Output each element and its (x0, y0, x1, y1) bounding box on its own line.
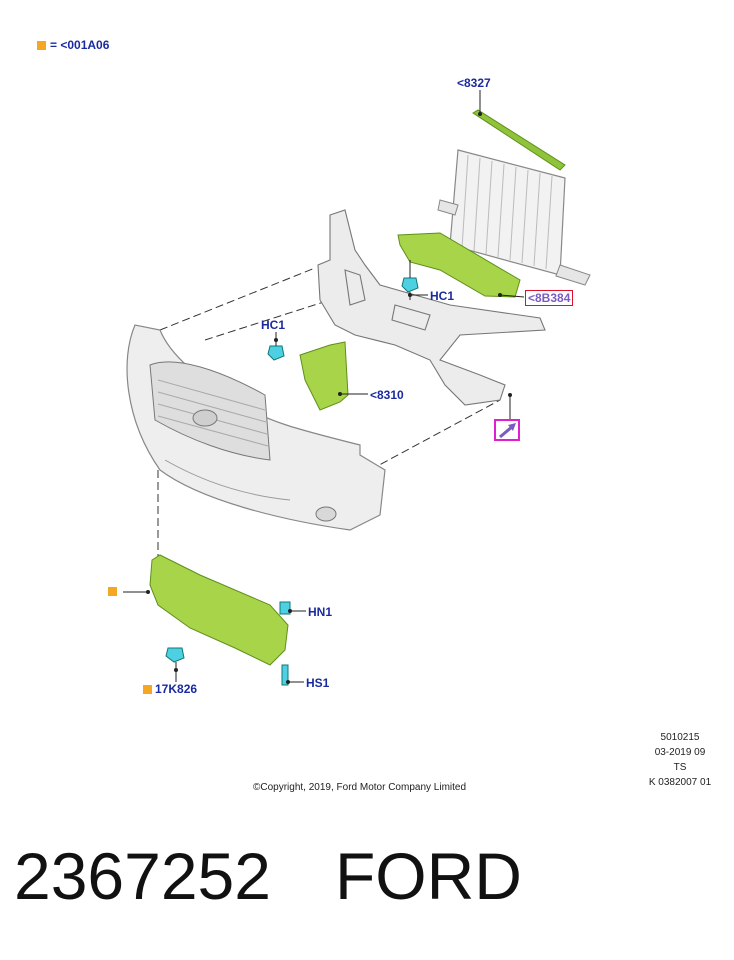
upper-seal-strip (472, 109, 566, 171)
meta-line-1: 5010215 (660, 732, 700, 743)
upper-air-deflector (397, 232, 521, 298)
view-arrow-box[interactable] (494, 419, 520, 441)
clip-17k826 (165, 647, 185, 682)
exploded-view-drawing (123, 90, 591, 686)
assembly-dashed-lines (157, 267, 501, 560)
lower-splash-shield (149, 554, 289, 666)
front-bumper (126, 324, 386, 531)
footer-title: 2367252 FORD (14, 838, 522, 914)
callout-8327[interactable]: <8327 (457, 76, 491, 90)
callout-8b384[interactable]: <8B384 (525, 290, 574, 306)
view-arrow-icon (499, 423, 516, 439)
callout-17k826-square-icon (143, 684, 152, 694)
callout-hc1-top[interactable]: HC1 (430, 289, 455, 303)
radiator (437, 149, 591, 286)
legend-text: = <001A06 (50, 38, 110, 52)
meta-line-3: TS (673, 762, 687, 773)
brand-name: FORD (334, 839, 522, 913)
screw-hs1 (281, 664, 304, 686)
clip-hc1-top (401, 260, 428, 300)
callout-hs1[interactable]: HS1 (306, 676, 330, 690)
radiator-support-frame (317, 209, 546, 406)
copyright-notice: ©Copyright, 2019, Ford Motor Company Lim… (253, 782, 467, 793)
callout-17k826-group[interactable]: 17K826 (143, 682, 197, 696)
legend-square-icon (37, 40, 46, 50)
callout-hc1-left[interactable]: HC1 (261, 318, 286, 332)
side-air-deflector (299, 341, 349, 411)
clip-hc1-left (267, 332, 285, 361)
callout-8310[interactable]: <8310 (370, 388, 404, 402)
part-number: 2367252 (14, 839, 271, 913)
meta-line-2: 03-2019 09 (654, 747, 706, 758)
lower-shield-marker-icon (108, 587, 117, 596)
nut-hn1 (279, 601, 306, 615)
callout-hn1[interactable]: HN1 (308, 605, 333, 619)
legend: = <001A06 (37, 38, 109, 52)
meta-line-4: K 0382007 01 (648, 777, 712, 788)
drawing-meta: 5010215 03-2019 09 TS K 0382007 01 (640, 730, 720, 790)
callout-17k826[interactable]: 17K826 (155, 682, 198, 696)
